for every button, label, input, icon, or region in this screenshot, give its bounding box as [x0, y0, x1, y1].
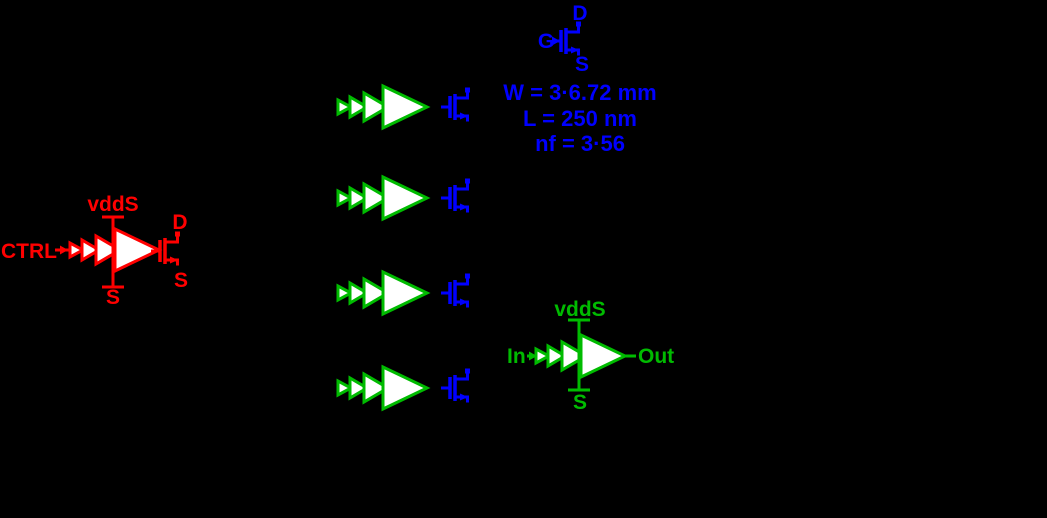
driver-stage-row-2 — [336, 175, 472, 221]
device-param-length: L = 250 nm — [523, 106, 637, 131]
device-param-fingers: nf = 3·56 — [535, 131, 625, 156]
driver-stage-row-3 — [336, 270, 472, 316]
pin-label-gate: G — [538, 30, 554, 53]
pin-label-source: S — [174, 269, 188, 292]
driver-nmos-icon — [439, 85, 472, 124]
output-buffer-stage: In vddS S Out — [507, 298, 674, 414]
pin-label-source: S — [575, 53, 589, 76]
net-label-source: S — [573, 391, 587, 414]
annotated-nmos-icon — [550, 19, 583, 58]
ctrl-pin-arrow-icon — [60, 245, 68, 255]
driver-stage-row-4 — [336, 365, 472, 411]
driver-buffer-chain-icon — [336, 175, 429, 221]
driver-nmos-icon — [439, 366, 472, 405]
device-param-width: W = 3·6.72 mm — [503, 80, 656, 105]
net-label-out: Out — [638, 345, 674, 368]
net-label-source: S — [106, 286, 120, 309]
driver-stage-row-1 — [336, 84, 472, 130]
driver-buffer-chain-icon — [336, 365, 429, 411]
pin-label-drain: D — [572, 2, 587, 25]
driver-nmos-icon — [439, 176, 472, 215]
control-buffer-stage: CTRL vddS S D S — [1, 193, 188, 309]
driver-buffer-chain-icon — [336, 270, 429, 316]
net-label-vdds: vddS — [554, 298, 605, 321]
pin-label-drain: D — [172, 211, 187, 234]
net-label-in: In — [507, 345, 526, 368]
net-label-ctrl: CTRL — [1, 240, 57, 263]
net-label-vdds: vddS — [87, 193, 138, 216]
driver-buffer-chain-icon — [336, 84, 429, 130]
device-annotation: G D S W = 3·6.72 mm L = 250 nm nf = 3·56 — [503, 2, 656, 156]
driver-nmos-icon — [439, 271, 472, 310]
